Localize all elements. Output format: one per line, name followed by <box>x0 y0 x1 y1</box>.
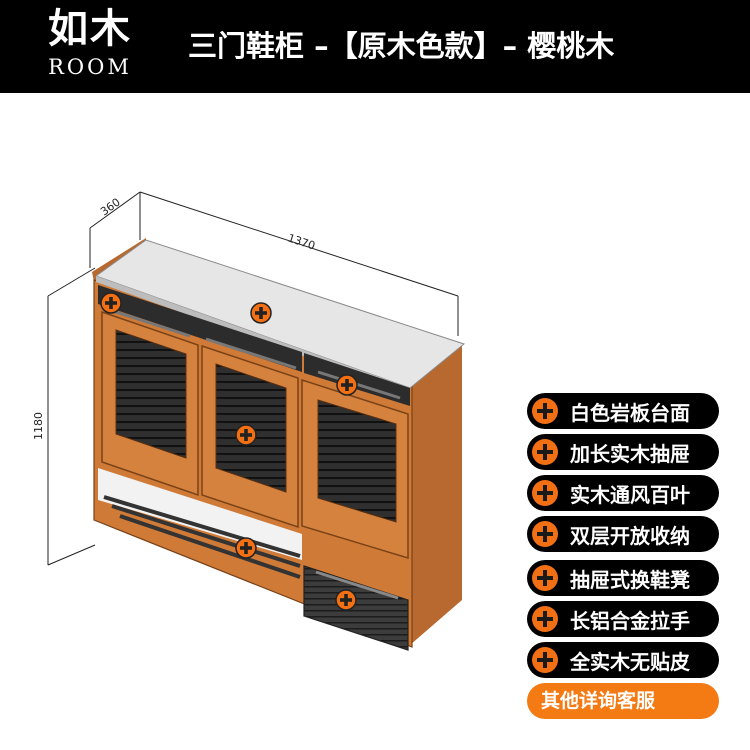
depth-dimension-line <box>89 191 141 229</box>
feature-item[interactable]: 抽屉式换鞋凳 <box>527 560 719 596</box>
feature-item[interactable]: 白色岩板台面 <box>527 393 719 429</box>
feature-label: 长铝合金拉手 <box>570 608 690 633</box>
orange-plus-icon <box>532 439 558 465</box>
hotspot-shelf <box>235 537 257 559</box>
feature-label: 双层开放收纳 <box>570 523 690 548</box>
hotspot-markers <box>100 292 358 611</box>
feature-label: 实木通风百叶 <box>570 482 690 507</box>
hotspot-handle <box>336 374 358 396</box>
hotspot-drawer <box>100 292 122 314</box>
width-label: 1370 <box>286 231 317 252</box>
feature-item[interactable]: 双层开放收纳 <box>527 516 719 552</box>
brand-name-cn: 如木 <box>48 6 132 52</box>
brand-name-en: ROOM <box>48 55 132 79</box>
louver-panel <box>115 329 187 459</box>
feature-label: 全实木无贴皮 <box>570 649 690 674</box>
orange-plus-icon <box>532 606 558 632</box>
orange-plus-icon <box>532 398 558 424</box>
feature-item[interactable]: 长铝合金拉手 <box>527 601 719 637</box>
orange-plus-icon <box>532 521 558 547</box>
dimension-lines <box>47 191 459 566</box>
header-bar: 如木 ROOM 三门鞋柜 –【原木色款】– 樱桃木 <box>0 0 750 93</box>
open-shelf <box>98 468 302 560</box>
stone-countertop <box>94 239 466 389</box>
feature-label: 抽屉式换鞋凳 <box>570 567 690 592</box>
feature-label: 白色岩板台面 <box>570 400 690 425</box>
long-drawer-left <box>98 285 302 372</box>
feature-item[interactable]: 实木通风百叶 <box>527 475 719 511</box>
height-label: 1180 <box>32 412 45 440</box>
drawer-handle <box>115 310 191 338</box>
depth-label: 360 <box>98 196 123 219</box>
feature-item[interactable]: 加长实木抽屉 <box>527 434 719 470</box>
brand-logo[interactable]: 如木 ROOM <box>38 4 142 88</box>
contact-service-button[interactable]: 其他详询客服 <box>527 683 719 719</box>
shoe-rack-bar <box>103 495 301 558</box>
product-title: 三门鞋柜 –【原木色款】– 樱桃木 <box>188 29 615 63</box>
width-dimension-line <box>139 191 459 297</box>
hotspot-bench <box>335 589 357 611</box>
hotspot-countertop <box>250 302 272 324</box>
hotspot-louver <box>235 424 257 446</box>
orange-plus-icon <box>532 565 558 591</box>
feature-label: 加长实木抽屉 <box>570 441 690 466</box>
feature-item[interactable]: 全实木无贴皮 <box>527 642 719 678</box>
orange-plus-icon <box>532 647 558 673</box>
orange-plus-icon <box>532 480 558 506</box>
cabinet-drawing: 360 1370 1180 <box>32 191 466 651</box>
cabinet-side-panel <box>410 344 462 645</box>
